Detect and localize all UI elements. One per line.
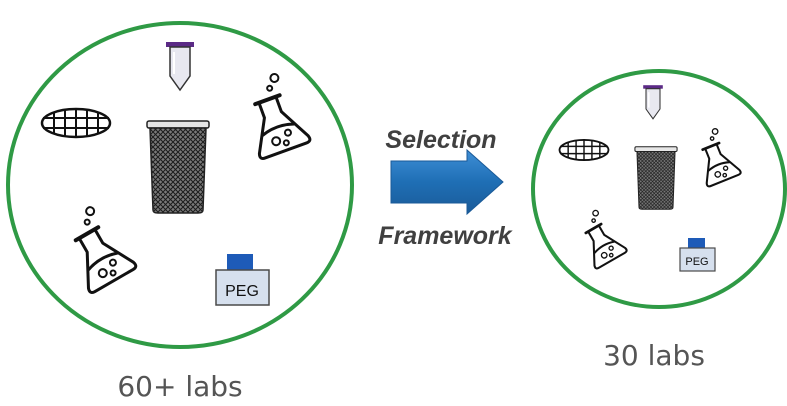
grid-dish-icon [40,107,112,139]
selection-arrow: Selection Framework [378,126,512,250]
peg-label: PEG [685,256,708,268]
left-caption: 60+ labs [117,370,242,403]
peg-bottle-icon: PEG [679,238,716,272]
right-caption: 30 labs [603,339,705,372]
arrow-label-bottom: Framework [378,222,512,250]
grid-dish-icon [558,139,610,161]
peg-label: PEG [225,283,259,300]
peg-bottle-icon: PEG [215,254,270,306]
arrow-label-top: Selection [385,126,496,154]
right-arrow-icon [390,148,504,216]
right-group: PEG 30 labs [531,69,787,372]
mesh-basket-icon [146,120,210,214]
mesh-basket-icon [634,146,678,210]
left-group: PEG 60+ labs [6,21,354,403]
